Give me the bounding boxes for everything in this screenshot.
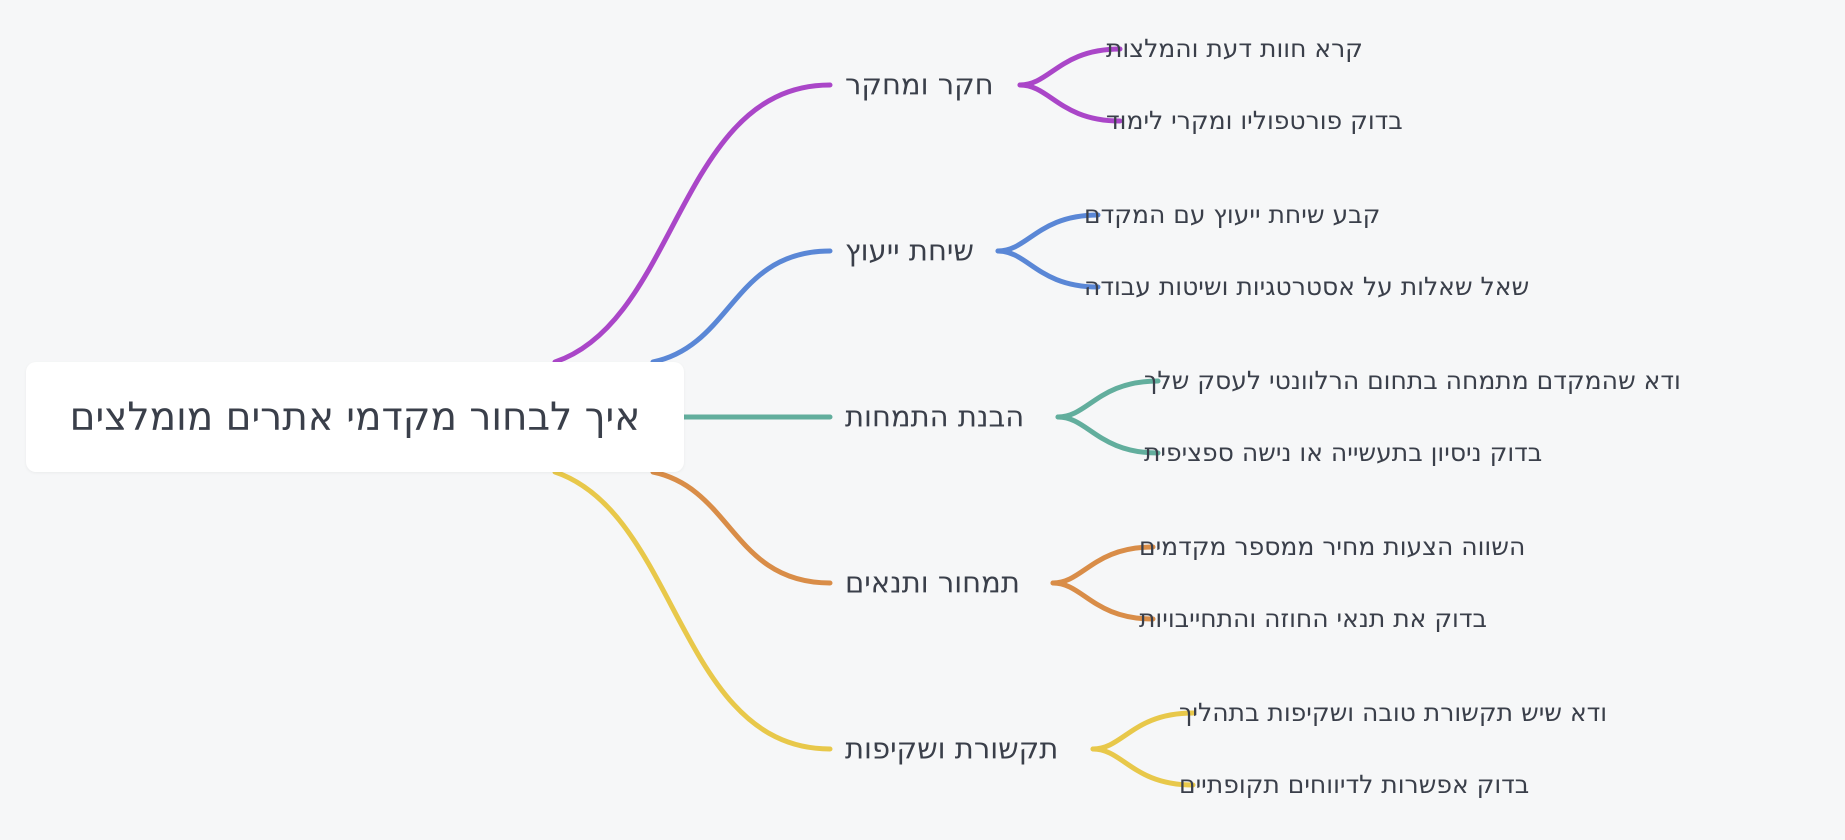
branch-node[interactable]: תקשורת ושקיפות xyxy=(845,731,1059,766)
connector-line xyxy=(650,469,833,586)
connector-line xyxy=(1017,82,1123,124)
connector-line xyxy=(1050,580,1156,622)
leaf-node[interactable]: שאל שאלות על אסטרטגיות ושיטות עבודה xyxy=(1084,272,1530,301)
leaf-node[interactable]: ודא שיש תקשורת טובה ושקיפות בתהליך xyxy=(1179,698,1608,727)
connector-line xyxy=(1090,746,1196,788)
connector-line xyxy=(552,469,833,752)
branch-node[interactable]: תמחור ותנאים xyxy=(845,565,1020,600)
leaf-node[interactable]: בדוק את תנאי החוזה והתחייבויות xyxy=(1139,604,1487,633)
leaf-node[interactable]: קרא חוות דעת והמלצות xyxy=(1106,34,1363,63)
leaf-node[interactable]: השווה הצעות מחיר ממספר מקדמים xyxy=(1139,532,1526,561)
leaf-node[interactable]: בדוק אפשרות לדיווחים תקופתיים xyxy=(1179,770,1530,799)
branch-node[interactable]: חקר ומחקר xyxy=(845,67,994,102)
leaf-node[interactable]: קבע שיחת ייעוץ עם המקדם xyxy=(1084,200,1381,229)
connector-line xyxy=(995,212,1101,254)
branch-node[interactable]: הבנת התמחות xyxy=(845,399,1025,434)
connector-line xyxy=(1055,378,1161,420)
root-label: איך לבחור מקדמי אתרים מומלצים xyxy=(69,394,641,440)
leaf-node[interactable]: ודא שהמקדם מתמחה בתחום הרלוונטי לעסק שלך xyxy=(1144,366,1681,395)
connector-line xyxy=(1017,46,1123,88)
connector-line xyxy=(1090,710,1196,752)
connector-line xyxy=(650,248,833,365)
leaf-node[interactable]: בדוק ניסיון בתעשייה או נישה ספציפית xyxy=(1144,438,1543,467)
connector-line xyxy=(1050,544,1156,586)
connector-line xyxy=(995,248,1101,290)
connector-line xyxy=(552,82,833,365)
leaf-node[interactable]: בדוק פורטפוליו ומקרי לימוד xyxy=(1106,106,1403,135)
root-node[interactable]: איך לבחור מקדמי אתרים מומלצים xyxy=(26,362,684,472)
branch-node[interactable]: שיחת ייעוץ xyxy=(845,233,974,268)
connector-line xyxy=(1055,414,1161,456)
